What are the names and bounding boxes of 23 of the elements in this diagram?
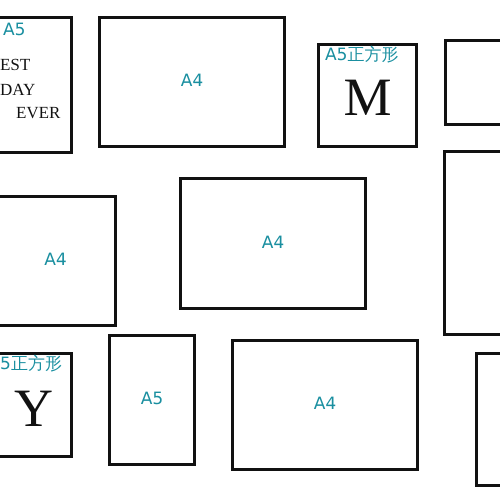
picture-frame <box>0 352 73 458</box>
artwork-text: M <box>344 66 392 128</box>
picture-frame <box>0 16 73 154</box>
frame-size-label: A4 <box>262 234 284 254</box>
frame-size-label: A5 <box>140 390 164 410</box>
picture-frame <box>108 334 196 466</box>
frame-size-label: A5 <box>3 21 26 41</box>
picture-frame <box>231 339 419 471</box>
artwork-text: EST <box>0 55 30 75</box>
picture-frame <box>179 177 367 310</box>
picture-frame <box>0 195 117 327</box>
picture-frame <box>443 150 500 336</box>
frame-size-label: A5正方形 <box>325 46 398 66</box>
frame-size-label: A4 <box>314 395 336 415</box>
artwork-text: Y <box>14 377 53 440</box>
frame-size-label: 5正方形 <box>0 355 62 375</box>
picture-frame <box>317 43 418 148</box>
frame-size-label: A4 <box>44 251 67 271</box>
picture-frame <box>444 39 500 126</box>
artwork-text: DAY <box>0 80 36 100</box>
picture-frame <box>98 16 286 148</box>
artwork-text: EVER <box>16 103 60 123</box>
frame-size-label: A4 <box>180 72 204 92</box>
